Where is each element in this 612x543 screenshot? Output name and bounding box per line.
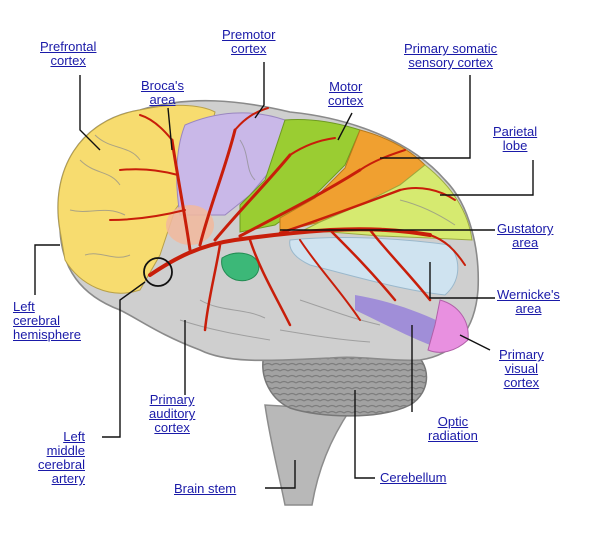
visual-cortex-region bbox=[427, 299, 469, 353]
label-brain-stem: Brain stem bbox=[174, 481, 237, 496]
auditory-cortex-region bbox=[221, 252, 260, 282]
gyri-lines bbox=[69, 134, 456, 343]
optic-radiation-region bbox=[355, 295, 440, 345]
artery-origin-marker bbox=[143, 257, 173, 287]
prefrontal-region bbox=[57, 104, 216, 294]
leader-lines bbox=[34, 62, 534, 489]
label-cerebellum: Cerebellum bbox=[380, 470, 447, 485]
parietal-region bbox=[299, 164, 473, 241]
motor-cortex-region bbox=[239, 119, 361, 233]
premotor-region bbox=[176, 112, 286, 216]
brain-stem-shape bbox=[264, 404, 352, 506]
